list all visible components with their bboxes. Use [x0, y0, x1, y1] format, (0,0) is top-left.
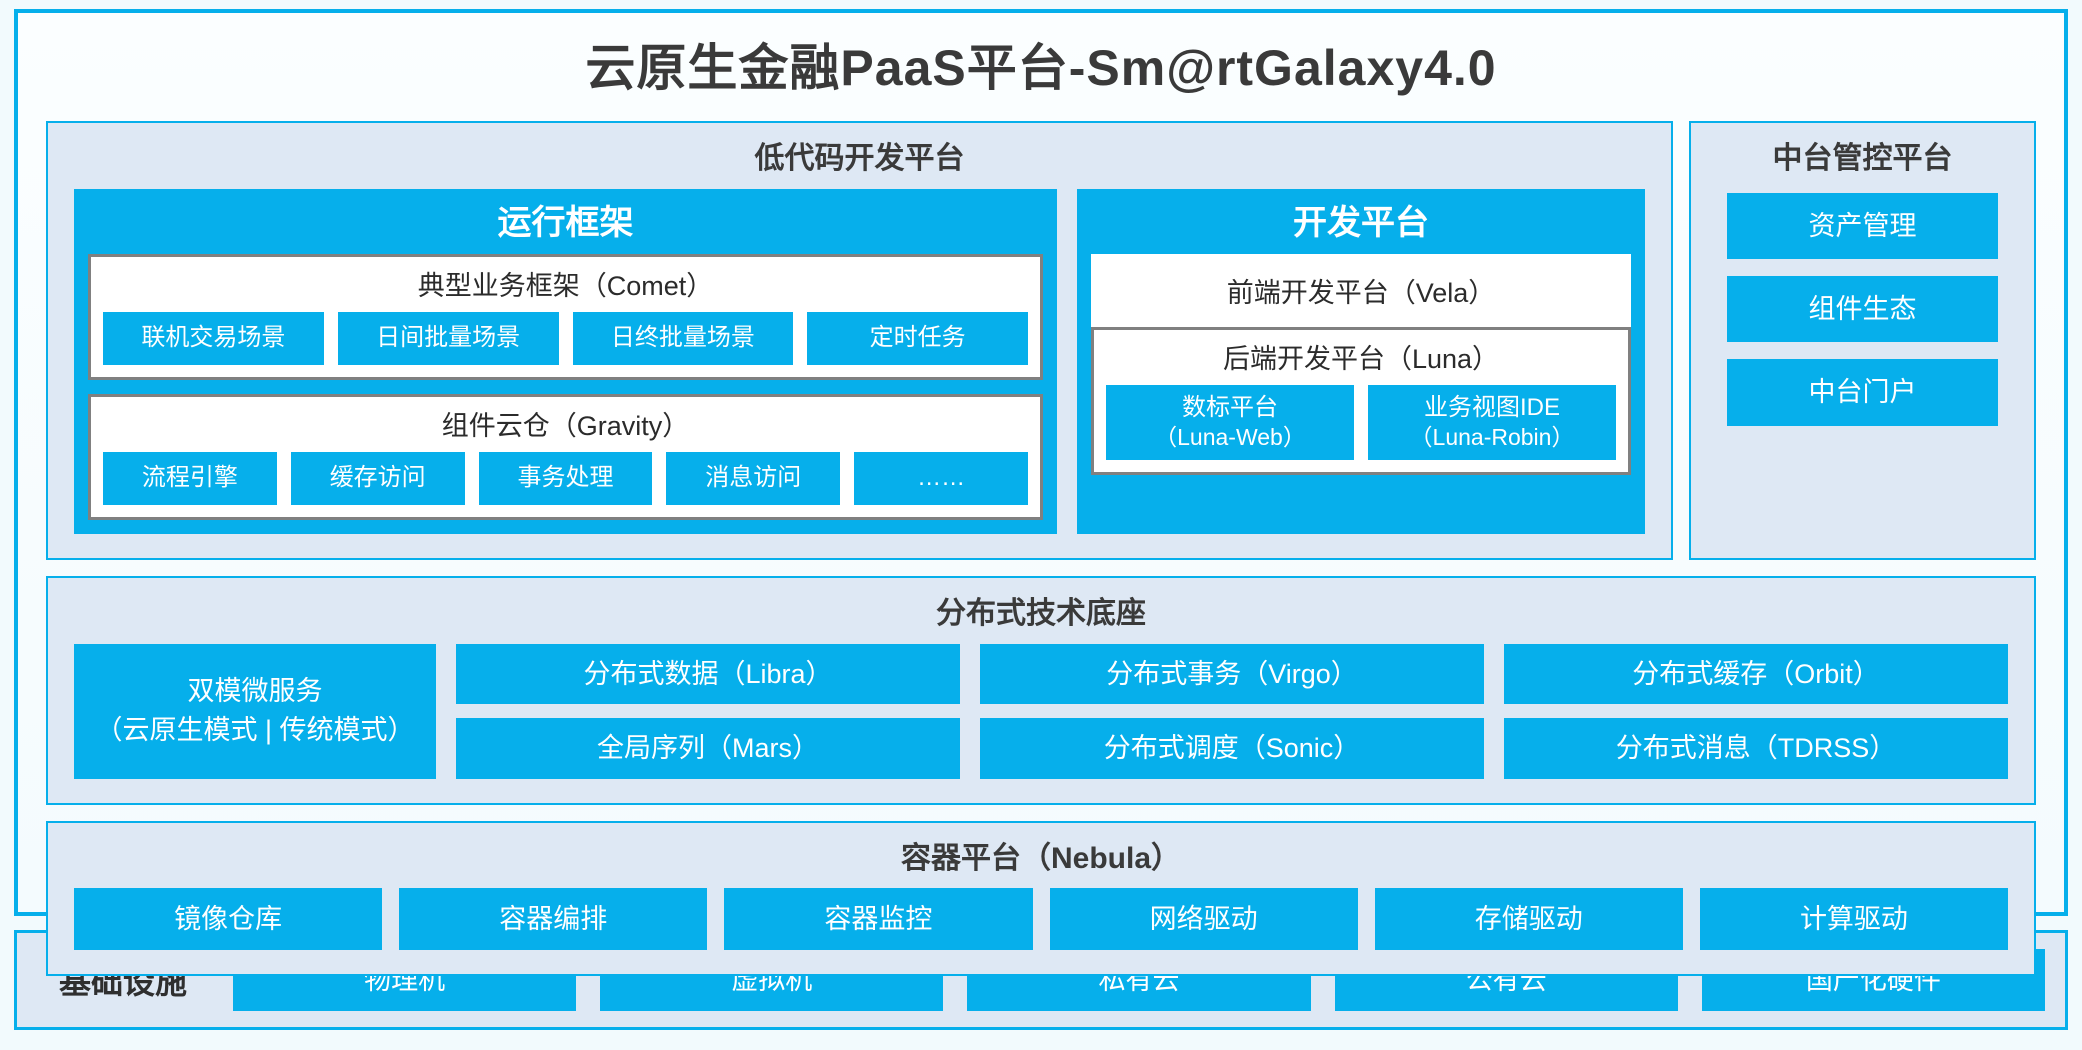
comet-chip[interactable]: 联机交易场景 [103, 312, 324, 366]
comet-chip[interactable]: 定时任务 [807, 312, 1028, 366]
lowcode-platform-panel: 低代码开发平台 运行框架 典型业务框架（Comet） 联机交易场景 日间批量场景… [46, 121, 1673, 561]
container-chip[interactable]: 镜像仓库 [74, 888, 383, 951]
container-chip[interactable]: 容器编排 [399, 888, 708, 951]
luna-title: 后端开发平台（Luna） [1222, 343, 1500, 374]
container-chip[interactable]: 网络驱动 [1049, 888, 1358, 951]
top-row: 低代码开发平台 运行框架 典型业务框架（Comet） 联机交易场景 日间批量场景… [46, 121, 2036, 561]
architecture-diagram: 云原生金融PaaS平台-Sm@rtGalaxy4.0 低代码开发平台 运行框架 … [0, 9, 2082, 1050]
gravity-chip[interactable]: 事务处理 [478, 452, 653, 506]
distributed-base-panel: 分布式技术底座 双模微服务 （云原生模式 | 传统模式） 分布式数据（Libra… [46, 576, 2036, 805]
midoffice-platform-body: 资产管理 组件生态 中台门户 [1701, 189, 2024, 442]
container-platform-panel: 容器平台（Nebula） 镜像仓库 容器编排 容器监控 网络驱动 存储驱动 计算… [46, 820, 2036, 977]
container-chip[interactable]: 容器监控 [724, 888, 1033, 951]
midoffice-item[interactable]: 中台门户 [1727, 359, 1998, 426]
lowcode-platform-title: 低代码开发平台 [754, 142, 965, 175]
comet-chip-row: 联机交易场景 日间批量场景 日终批量场景 定时任务 [103, 312, 1028, 366]
luna-robin-chip-main: 业务视图IDE [1423, 394, 1560, 422]
luna-web-chip[interactable]: 数标平台 （Luna-Web） [1106, 385, 1354, 461]
platform-frame: 云原生金融PaaS平台-Sm@rtGalaxy4.0 低代码开发平台 运行框架 … [14, 9, 2068, 977]
comet-chip[interactable]: 日终批量场景 [572, 312, 794, 366]
gravity-chip-row: 流程引擎 缓存访问 事务处理 消息访问 …… [103, 452, 1028, 506]
midoffice-item[interactable]: 资产管理 [1727, 192, 1998, 259]
development-platform-block: 开发平台 前端开发平台（Vela） 后端开发平台（Luna） 数标平台 （Lun… [1077, 188, 1645, 535]
distributed-cell[interactable]: 全局序列（Mars） [456, 718, 960, 779]
dual-mode-microservice-card[interactable]: 双模微服务 （云原生模式 | 传统模式） [74, 643, 436, 779]
microservice-column: 双模微服务 （云原生模式 | 传统模式） [74, 643, 436, 779]
distributed-base-body: 双模微服务 （云原生模式 | 传统模式） 分布式数据（Libra） 分布式事务（… [58, 643, 2024, 793]
page-title: 云原生金融PaaS平台-Sm@rtGalaxy4.0 [585, 40, 1497, 96]
lowcode-platform-body: 运行框架 典型业务框架（Comet） 联机交易场景 日间批量场景 日终批量场景 … [58, 188, 1661, 549]
luna-web-chip-sub: （Luna-Web） [1154, 424, 1306, 451]
luna-robin-chip[interactable]: 业务视图IDE （Luna-Robin） [1368, 385, 1616, 461]
luna-card: 后端开发平台（Luna） 数标平台 （Luna-Web） 业务视图IDE （Lu… [1091, 326, 1631, 476]
dual-mode-microservice-line2: （云原生模式 | 传统模式） [95, 715, 415, 746]
distributed-cell[interactable]: 分布式事务（Virgo） [980, 643, 1484, 705]
comet-chip[interactable]: 日间批量场景 [337, 312, 559, 366]
luna-web-chip-main: 数标平台 [1182, 394, 1278, 422]
comet-card: 典型业务框架（Comet） 联机交易场景 日间批量场景 日终批量场景 定时任务 [88, 253, 1043, 381]
midoffice-platform-title: 中台管控平台 [1772, 142, 1953, 175]
gravity-chip[interactable]: 流程引擎 [103, 452, 277, 506]
runtime-framework-block: 运行框架 典型业务框架（Comet） 联机交易场景 日间批量场景 日终批量场景 … [74, 188, 1057, 535]
gravity-card: 组件云仓（Gravity） 流程引擎 缓存访问 事务处理 消息访问 …… [88, 394, 1043, 521]
gravity-chip[interactable]: 缓存访问 [290, 452, 465, 506]
distributed-base-title: 分布式技术底座 [936, 597, 1146, 631]
gravity-chip[interactable]: 消息访问 [666, 452, 841, 506]
comet-title: 典型业务框架（Comet） [417, 270, 714, 301]
luna-chip-row: 数标平台 （Luna-Web） 业务视图IDE （Luna-Robin） [1106, 385, 1616, 461]
gravity-title: 组件云仓（Gravity） [441, 411, 690, 442]
runtime-framework-title: 运行框架 [497, 203, 634, 242]
container-platform-body: 镜像仓库 容器编排 容器监控 网络驱动 存储驱动 计算驱动 [58, 888, 2024, 964]
dual-mode-microservice-line1: 双模微服务 [187, 676, 323, 707]
gravity-chip-more[interactable]: …… [854, 452, 1028, 506]
distributed-cell[interactable]: 分布式消息（TDRSS） [1504, 718, 2008, 779]
container-chip[interactable]: 计算驱动 [1699, 888, 2009, 951]
container-chip[interactable]: 存储驱动 [1374, 888, 1683, 951]
vela-card[interactable]: 前端开发平台（Vela） [1091, 253, 1631, 327]
distributed-cell[interactable]: 分布式调度（Sonic） [980, 718, 1484, 779]
midoffice-platform-panel: 中台管控平台 资产管理 组件生态 中台门户 [1689, 121, 2036, 561]
distributed-cell[interactable]: 分布式数据（Libra） [456, 643, 960, 705]
midoffice-item[interactable]: 组件生态 [1727, 275, 1998, 343]
distributed-cell[interactable]: 分布式缓存（Orbit） [1504, 643, 2008, 705]
luna-robin-chip-sub: （Luna-Robin） [1409, 424, 1575, 451]
development-platform-title: 开发平台 [1293, 203, 1429, 242]
container-platform-title: 容器平台（Nebula） [900, 841, 1182, 875]
distributed-cell-grid: 分布式数据（Libra） 分布式事务（Virgo） 分布式缓存（Orbit） 全… [456, 643, 2008, 779]
